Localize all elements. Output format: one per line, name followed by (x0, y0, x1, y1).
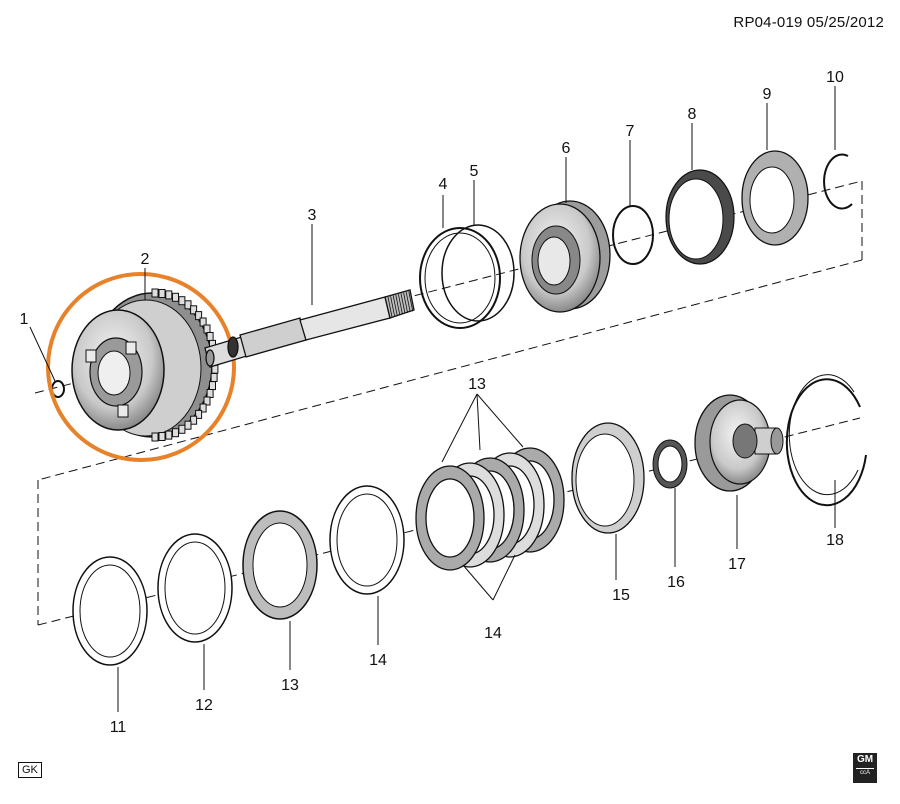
callout-10: 10 (826, 69, 844, 86)
part-3-input-shaft (204, 289, 415, 368)
reference-code: RP04-019 05/25/2012 (733, 14, 884, 31)
callout-9: 9 (763, 86, 772, 103)
part-18-snap-ring (785, 374, 867, 507)
part-16-thrust-bearing (652, 439, 688, 489)
part-11-clutch-plate (72, 556, 148, 666)
callout-4: 4 (439, 176, 448, 193)
callout-11: 11 (110, 719, 127, 736)
callout-3: 3 (308, 207, 317, 224)
callout-2: 2 (141, 251, 150, 268)
part-12-clutch-plate (157, 533, 233, 643)
callout-16: 16 (667, 574, 685, 591)
part-13-friction-plate (242, 510, 318, 620)
part-9-plate (741, 150, 809, 246)
callout-12: 12 (195, 697, 213, 714)
part-14-steel-plate (329, 485, 405, 595)
callout-8: 8 (688, 106, 697, 123)
callout-5: 5 (470, 163, 479, 180)
part-10-retaining-ring (823, 153, 853, 210)
part-17-clutch-hub (694, 394, 784, 492)
callout-6: 6 (562, 140, 571, 157)
part-4-seal (419, 227, 501, 329)
part-6-piston (519, 200, 611, 313)
part-5-seal (441, 224, 515, 322)
gk-tag: GK (18, 762, 42, 778)
callout-1: 1 (20, 311, 29, 328)
callout-14-upper: 14 (484, 625, 502, 642)
callout-14-lower: 14 (369, 652, 387, 669)
plate-pack (415, 447, 565, 571)
callout-15: 15 (612, 587, 630, 604)
gm-logo-sub: ccA (856, 768, 874, 777)
part-7-snap-ring (612, 205, 654, 265)
part-2-clutch-housing (71, 288, 219, 442)
gm-logo: GM ccA (853, 753, 877, 783)
leader-lines (29, 86, 836, 712)
part-15-pressure-plate (571, 422, 645, 534)
callout-7: 7 (626, 123, 635, 140)
callout-17: 17 (728, 556, 746, 573)
callout-13-upper: 13 (468, 376, 486, 393)
callout-18: 18 (826, 532, 844, 549)
gm-logo-text: GM (856, 754, 874, 765)
callout-13-lower: 13 (281, 677, 299, 694)
part-8-spring-retainer (665, 169, 735, 265)
